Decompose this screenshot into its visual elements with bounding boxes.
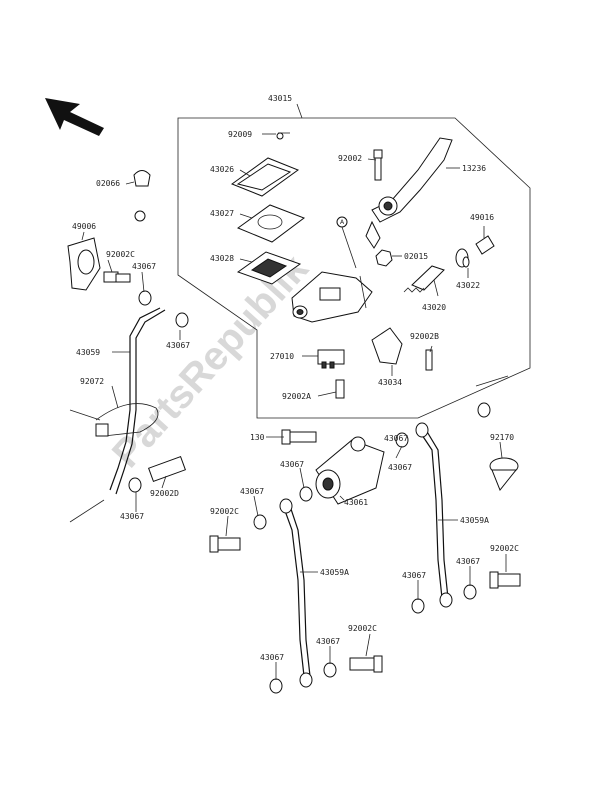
callout-92002C: 92002C xyxy=(210,507,239,516)
washer-43067-bottom-b xyxy=(323,662,337,678)
callout-43022: 43022 xyxy=(456,281,480,290)
callout-92002A: 92002A xyxy=(282,392,311,401)
callout-92002D: 92002D xyxy=(150,489,179,498)
washer-43067-bottom-a xyxy=(269,678,283,694)
callout-43067: 43067 xyxy=(316,637,340,646)
washer-43067-left-lower xyxy=(128,477,142,493)
callout-92002: 92002 xyxy=(338,154,362,163)
banjo-bolt-92002D xyxy=(147,455,187,483)
washer-43067-center-b xyxy=(395,432,409,448)
pivot-49016 xyxy=(475,235,495,255)
washer-43067-right-top xyxy=(477,402,491,418)
boot-43022 xyxy=(455,248,470,268)
washer-43067-upper-b xyxy=(175,312,189,328)
brake-hose-43059 xyxy=(109,307,161,491)
callout-43061: 43061 xyxy=(344,498,368,507)
callout-49016: 49016 xyxy=(470,213,494,222)
callout-43067: 43067 xyxy=(456,557,480,566)
reservoir-plate xyxy=(236,204,306,243)
master-cylinder-body xyxy=(291,271,373,323)
cover-49006 xyxy=(67,237,101,291)
callout-130: 130 xyxy=(250,433,265,442)
bolt-92002C-upper xyxy=(103,271,131,283)
callout-43067: 43067 xyxy=(260,653,284,662)
callout-43026: 43026 xyxy=(210,165,234,174)
hose-clamp-92072 xyxy=(95,403,159,437)
callout-92072: 92072 xyxy=(80,377,104,386)
brake-lever xyxy=(365,137,453,249)
callout-92002B: 92002B xyxy=(410,332,439,341)
callout-43059A: 43059A xyxy=(460,516,489,525)
bolt-92002C-right xyxy=(489,571,521,589)
callout-43067: 43067 xyxy=(166,341,190,350)
washer-43067-upper-a xyxy=(138,290,152,306)
holder-43034 xyxy=(371,327,403,365)
callout-43067: 43067 xyxy=(388,463,412,472)
front-direction-arrow-icon xyxy=(45,98,104,136)
callout-27010: 27010 xyxy=(270,352,294,361)
brake-hose-43059A-right xyxy=(419,431,443,599)
cap-02066 xyxy=(133,170,151,187)
callout-43067: 43067 xyxy=(240,487,264,496)
callout-43067: 43067 xyxy=(384,434,408,443)
bolt-92002B xyxy=(425,349,433,371)
bolt-92002 xyxy=(373,149,383,181)
callout-43034: 43034 xyxy=(378,378,402,387)
callout-49006: 49006 xyxy=(72,222,96,231)
callout-92170: 92170 xyxy=(490,433,514,442)
callout-02066: 02066 xyxy=(96,179,120,188)
callout-43067: 43067 xyxy=(402,571,426,580)
callout-92009: 92009 xyxy=(228,130,252,139)
clamp-92170 xyxy=(489,457,519,491)
reference-marker-a-lower xyxy=(134,210,146,222)
washer-43067-right-bottom-b xyxy=(463,584,477,600)
switch-27010 xyxy=(317,349,345,369)
reference-marker-a-label: A xyxy=(340,219,345,226)
callout-labels: 43015 92009 43026 43027 43028 92002 1323… xyxy=(72,94,519,662)
brake-hose-43059A-left xyxy=(283,507,305,677)
banjo-bolt-130 xyxy=(281,429,317,445)
callout-92002C: 92002C xyxy=(348,624,377,633)
callout-43028: 43028 xyxy=(210,254,234,263)
assembly-outline xyxy=(177,117,531,419)
screw-92009 xyxy=(276,132,290,140)
callout-02015: 02015 xyxy=(404,252,428,261)
callout-92002C: 92002C xyxy=(490,544,519,553)
bolt-92002C-bottom xyxy=(349,655,383,673)
washer-43067-left-hose-top xyxy=(253,514,267,530)
washer-43067-center-a xyxy=(299,486,313,502)
leader-lines xyxy=(81,133,507,680)
screw-92002A xyxy=(335,379,345,399)
callout-43059: 43059 xyxy=(76,348,100,357)
callout-43067: 43067 xyxy=(120,512,144,521)
callout-43027: 43027 xyxy=(210,209,234,218)
callout-43067: 43067 xyxy=(132,262,156,271)
callout-13236: 13236 xyxy=(462,164,486,173)
push-rod-43020 xyxy=(403,265,445,293)
callout-43059A: 43059A xyxy=(320,568,349,577)
callout-92002C: 92002C xyxy=(106,250,135,259)
joint-43061 xyxy=(315,436,385,505)
reservoir-diaphragm xyxy=(236,251,302,285)
callout-43067: 43067 xyxy=(280,460,304,469)
washer-43067-right-bottom-a xyxy=(411,598,425,614)
callout-43020: 43020 xyxy=(422,303,446,312)
callout-43015: 43015 xyxy=(268,94,292,103)
reservoir-cap xyxy=(230,157,300,197)
nut-02015 xyxy=(375,249,393,267)
bolt-92002C-left xyxy=(209,535,241,553)
